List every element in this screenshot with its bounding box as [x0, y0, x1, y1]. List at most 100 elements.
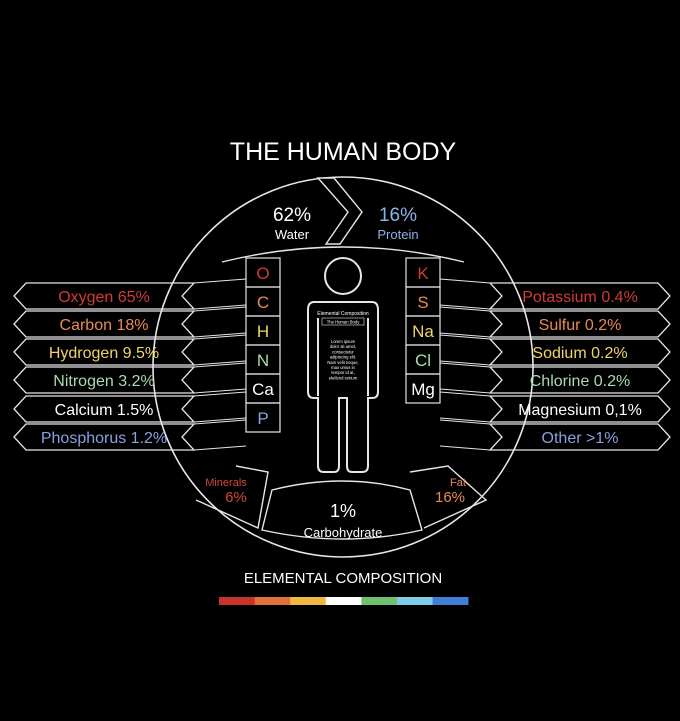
- left-banner-connector: [193, 419, 247, 451]
- figure-text-line: adipiscing elit.: [330, 355, 356, 360]
- right-banner-connector: [439, 306, 491, 338]
- right-banner-connector: [439, 278, 491, 310]
- right-element-row: Magnesium 0,1%: [439, 391, 671, 423]
- figure-heading: Elemental Composition: [317, 311, 369, 317]
- left-banner-shape: [13, 338, 196, 366]
- right-banners: Potassium 0.4% Sulfur 0.2%Sodium 0.2% Chlo…: [439, 278, 671, 451]
- left-element-label: Carbon 18%: [60, 317, 149, 334]
- footer-title: ELEMENTAL COMPOSITION: [244, 570, 442, 587]
- water-label: Water: [275, 227, 310, 242]
- right-element-label: Chlorine 0.2%: [530, 373, 631, 390]
- top-arc: [221, 246, 465, 263]
- right-element-row: Chlorine 0.2%: [439, 362, 671, 394]
- carbohydrate-box: [261, 480, 423, 540]
- protein-label: Protein: [377, 227, 418, 242]
- left-banner-connector: [193, 334, 247, 366]
- left-element-row: Calcium 1.5%: [13, 391, 247, 423]
- protein-value: 16%: [379, 205, 417, 226]
- carbohydrate-value: 1%: [330, 501, 356, 521]
- figure-text-line: Nam velit neque,: [327, 360, 358, 365]
- left-banner-shape: [13, 310, 196, 338]
- right-banner-shape: [488, 282, 671, 310]
- right-symbol-cell: [405, 373, 441, 404]
- color-bar-segment: [290, 597, 327, 605]
- right-banner-shape: [488, 395, 671, 423]
- right-symbol: K: [417, 264, 429, 283]
- right-banner-connector: [439, 419, 491, 451]
- right-banner-shape: [488, 366, 671, 394]
- carbohydrate-label: Carbohydrate: [304, 525, 383, 540]
- right-element-label: Potassium 0.4%: [522, 289, 638, 306]
- left-banner-connector: [193, 362, 247, 394]
- left-banner-connector: [193, 306, 247, 338]
- left-symbol: Ca: [252, 380, 274, 399]
- figure-text-line: Lorem ipsum: [331, 339, 356, 344]
- figure-subheading-box: [321, 317, 365, 326]
- left-symbol: C: [257, 293, 269, 312]
- figure-text-line: consectetur: [332, 349, 354, 354]
- left-symbol: H: [257, 322, 269, 341]
- page-title: THE HUMAN BODY: [230, 138, 457, 166]
- left-element-label: Calcium 1.5%: [55, 402, 154, 419]
- left-banner-connector: [193, 391, 247, 423]
- fat-label: Fat: [450, 477, 466, 489]
- left-element-label: Oxygen 65%: [58, 289, 150, 306]
- right-element-label: Sulfur 0.2%: [539, 317, 622, 334]
- minerals-label: Minerals: [205, 477, 247, 489]
- right-element-row: Potassium 0.4%: [439, 278, 671, 310]
- right-symbol: S: [417, 293, 428, 312]
- figure-body: [307, 301, 379, 473]
- minerals-value: 6%: [225, 489, 247, 506]
- figure-text-line: max umus in: [331, 365, 355, 370]
- left-banner-shape: [13, 395, 196, 423]
- left-element-row: Oxygen 65%: [13, 278, 247, 310]
- right-symbol: Mg: [411, 380, 435, 399]
- left-symbol: P: [257, 409, 268, 428]
- water-value: 62%: [273, 205, 311, 226]
- figure-text-line: eleifend entium: [329, 375, 358, 380]
- right-banner-connector: [439, 391, 491, 423]
- left-banner-connector: [193, 278, 247, 310]
- right-element-label: Other >1%: [542, 430, 619, 447]
- right-banner-connector: [439, 362, 491, 394]
- right-banner-shape: [488, 338, 671, 366]
- color-bar-segment: [254, 597, 291, 605]
- color-bar-segment: [325, 597, 362, 605]
- left-banner-shape: [13, 366, 196, 394]
- right-symbol: Na: [412, 322, 434, 341]
- right-element-row: Sodium 0.2%: [439, 334, 671, 366]
- right-element-row: Other >1%: [439, 419, 671, 451]
- right-banner-connector: [439, 334, 491, 366]
- top-divider: [316, 177, 363, 245]
- figure-text-line: tempor id at,: [331, 370, 354, 375]
- left-symbol: N: [257, 351, 269, 370]
- color-bar-segment: [397, 597, 433, 605]
- fat-value: 16%: [435, 489, 465, 506]
- right-element-label: Magnesium 0,1%: [518, 402, 642, 419]
- left-symbol-cell: [245, 402, 281, 433]
- left-symbol: O: [256, 264, 269, 283]
- human-figure: [307, 257, 379, 473]
- left-element-label: Hydrogen 9.5%: [49, 345, 159, 362]
- color-bar-segment: [219, 597, 255, 605]
- color-bar-segment: [361, 597, 398, 605]
- minerals-box: [195, 465, 269, 530]
- left-element-label: Phosphorus 1.2%: [41, 430, 167, 447]
- right-banner-shape: [488, 310, 671, 338]
- left-element-row: Carbon 18%: [13, 306, 247, 338]
- left-element-row: Nitrogen 3.2%: [13, 362, 247, 394]
- right-symbol: Cl: [415, 351, 431, 370]
- color-bar-segment: [432, 597, 469, 605]
- left-banner-shape: [13, 282, 196, 310]
- figure-head: [324, 257, 362, 295]
- right-element-row: Sulfur 0.2%: [439, 306, 671, 338]
- figure-text-line: dolor sit amet,: [330, 344, 356, 349]
- left-element-row: Phosphorus 1.2%: [13, 419, 247, 451]
- fat-box: [409, 465, 488, 529]
- left-banners: Oxygen 65% Carbon 18% Hydrogen 9.5%Nitroge…: [13, 278, 247, 451]
- left-element-row: Hydrogen 9.5%: [13, 334, 247, 366]
